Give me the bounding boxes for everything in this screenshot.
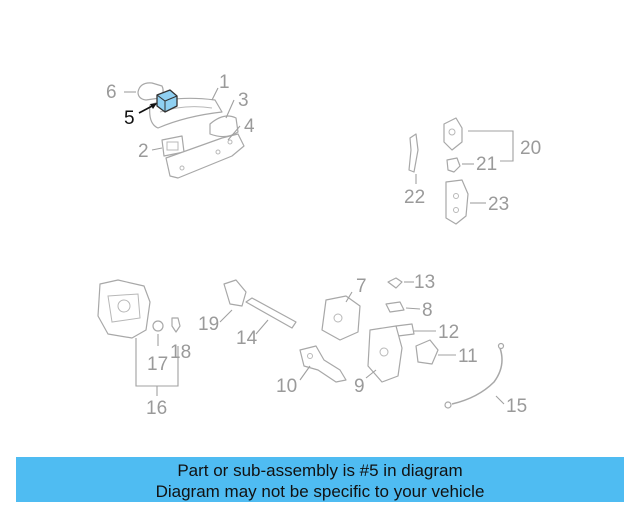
part-11-bracket (415, 339, 439, 365)
callout-14: 14 (236, 328, 258, 349)
part-4-handle-base (165, 133, 245, 179)
banner-line-2: Diagram may not be specific to your vehi… (155, 482, 485, 501)
part-16-actuator (97, 279, 151, 339)
callout-17: 17 (147, 354, 168, 375)
callout-7: 7 (356, 276, 367, 297)
part-14-rod (245, 297, 297, 329)
callout-6: 6 (106, 82, 117, 103)
part-3-handle-frame (209, 115, 239, 138)
rod-group (223, 279, 347, 383)
part-7-lock-body (321, 295, 361, 341)
part-10-bracket (299, 345, 347, 383)
callout-20: 20 (520, 138, 541, 159)
banner-line-1: Part or sub-assembly is #5 in diagram (177, 461, 463, 480)
part-9-latch (367, 325, 403, 383)
part-18-clip (171, 317, 181, 333)
callout-2: 2 (138, 141, 149, 162)
lock-group (321, 277, 505, 409)
callout-3: 3 (238, 90, 249, 111)
callout-18: 18 (170, 342, 191, 363)
part-19-lever (223, 279, 247, 307)
part-22-bracket (408, 133, 419, 173)
callout-22: 22 (404, 187, 425, 208)
callout-12: 12 (438, 322, 459, 343)
part-8-bolt (385, 301, 405, 313)
callout-16: 16 (146, 398, 167, 419)
part-21-bumper (446, 157, 461, 173)
callout-10: 10 (276, 376, 297, 397)
callout-23: 23 (488, 194, 509, 215)
callout-9: 9 (354, 376, 365, 397)
callout-11: 11 (458, 346, 478, 367)
callout-1: 1 (219, 72, 230, 93)
part-5-highlighted-cap[interactable] (156, 89, 178, 113)
callout-4: 4 (244, 116, 255, 137)
outer-handle-group (137, 82, 245, 179)
callout-19: 19 (198, 314, 219, 335)
callout-5[interactable]: 5 (124, 108, 135, 129)
part-20-striker (443, 117, 463, 151)
callout-21: 21 (476, 154, 497, 175)
part-15-cable (451, 347, 503, 405)
actuator-group (97, 279, 181, 339)
callout-8: 8 (422, 300, 433, 321)
part-23-plate (445, 179, 469, 225)
callout-13: 13 (414, 272, 435, 293)
part-13-screw (387, 277, 403, 289)
callout-15: 15 (506, 396, 527, 417)
striker-group (408, 117, 469, 225)
info-banner: Part or sub-assembly is #5 in diagram Di… (16, 457, 624, 502)
part-17-grommet (152, 320, 164, 332)
